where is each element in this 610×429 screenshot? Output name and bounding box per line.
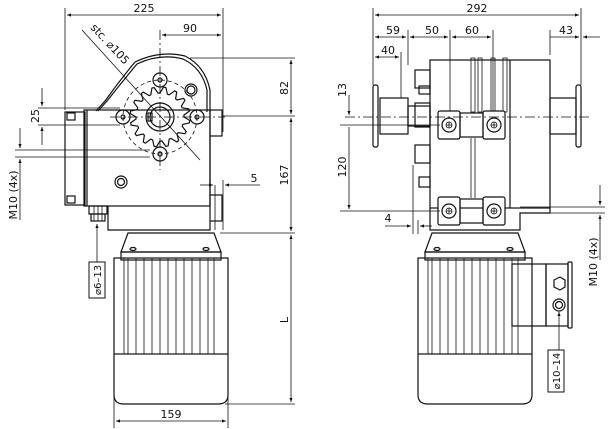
dim-shaft-offset-side: 90	[183, 22, 197, 35]
dim-right-extension: 43	[559, 24, 573, 37]
bolt-head	[486, 117, 502, 133]
gearbox-front	[345, 57, 590, 231]
dim-overall-width-front: 292	[467, 2, 488, 15]
callout-mount-thread-side: M10 (4x)	[7, 170, 20, 219]
dim-shaft-offset-front: 13	[336, 83, 349, 97]
dim-bolt-spacing: 60	[465, 24, 479, 37]
dim-flange-gap-side: 5	[251, 172, 258, 185]
dim-left-extension: 59	[386, 24, 400, 37]
dim-bolt-offset: 50	[425, 24, 439, 37]
dim-flange-gap-front: 4	[385, 212, 392, 225]
motor-front	[417, 232, 573, 405]
motor-side	[113, 232, 229, 405]
callout-cable-gland-side: ⌀6–13	[93, 265, 104, 295]
sprocket	[81, 29, 225, 170]
bolt-cross	[446, 122, 452, 128]
callout-cable-gland-front: ⌀10–14	[552, 353, 563, 389]
callout-mount-thread-front: M10 (4x)	[587, 237, 600, 286]
bolt-cross	[446, 208, 452, 214]
dim-motor-length: L	[278, 316, 291, 323]
dim-left-hub: 40	[381, 44, 395, 57]
dim-overall-width-side: 225	[134, 2, 155, 15]
cooling-fins	[123, 258, 215, 354]
side-dimensions	[15, 8, 295, 428]
dim-lower-height: 167	[278, 165, 291, 186]
cable-gland-label-box	[88, 261, 106, 299]
dim-motor-diameter: 159	[161, 408, 182, 421]
side-view	[15, 8, 295, 428]
cooling-fins	[427, 258, 519, 354]
dim-top-height: 82	[278, 81, 291, 95]
dim-mount-spacing: 25	[29, 109, 42, 123]
gearbox-housing	[64, 53, 223, 231]
bolt-cross	[491, 208, 497, 214]
front-dimensions	[340, 8, 605, 393]
bolt-cross	[491, 122, 497, 128]
bolt-head	[486, 203, 502, 219]
cable-gland-label-box-front	[547, 349, 565, 393]
front-view	[340, 8, 605, 405]
dim-bolt-vertical: 120	[336, 157, 349, 178]
bolt-head	[441, 117, 457, 133]
bolt-head	[441, 203, 457, 219]
